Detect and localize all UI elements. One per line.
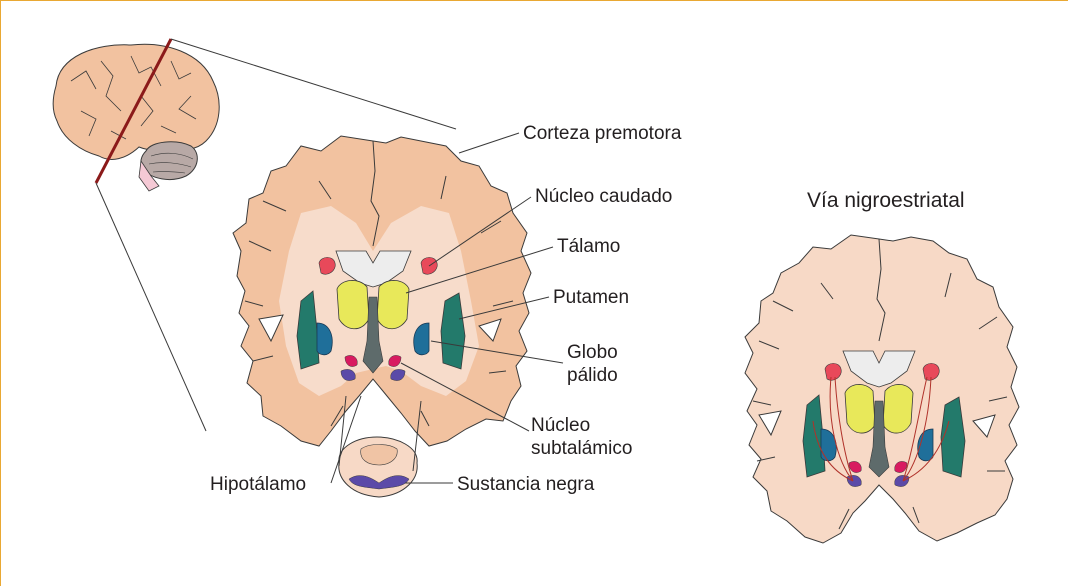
label-putamen: Putamen <box>553 287 629 308</box>
right-panel-title: Vía nigroestriatal <box>807 189 965 212</box>
label-hipotalamo: Hipotálamo <box>210 474 306 495</box>
label-corteza-premotora: Corteza premotora <box>523 123 682 144</box>
label-subtalamico: subtalámico <box>531 438 632 459</box>
label-globo: Globo <box>567 342 618 363</box>
label-sustancia-negra: Sustancia negra <box>457 474 595 495</box>
leader-corteza <box>459 133 519 153</box>
midbrain-section <box>339 437 417 497</box>
label-nucleo-caudado: Núcleo caudado <box>535 186 672 207</box>
left-thalamus-r <box>377 280 409 328</box>
right-thalamus-r <box>883 384 913 433</box>
whole-brain-cortex <box>53 44 219 159</box>
projection-line-bottom <box>96 183 206 431</box>
right-section-cortex <box>745 235 1019 543</box>
whole-brain-inset <box>53 39 219 191</box>
label-talamo: Tálamo <box>557 236 620 257</box>
right-thalamus-l <box>845 384 875 433</box>
label-nucleo: Núcleo <box>531 415 590 436</box>
label-palido: pálido <box>567 365 618 386</box>
coronal-section-right <box>745 235 1019 543</box>
coronal-section-left <box>233 136 531 446</box>
left-thalamus-l <box>337 280 369 328</box>
